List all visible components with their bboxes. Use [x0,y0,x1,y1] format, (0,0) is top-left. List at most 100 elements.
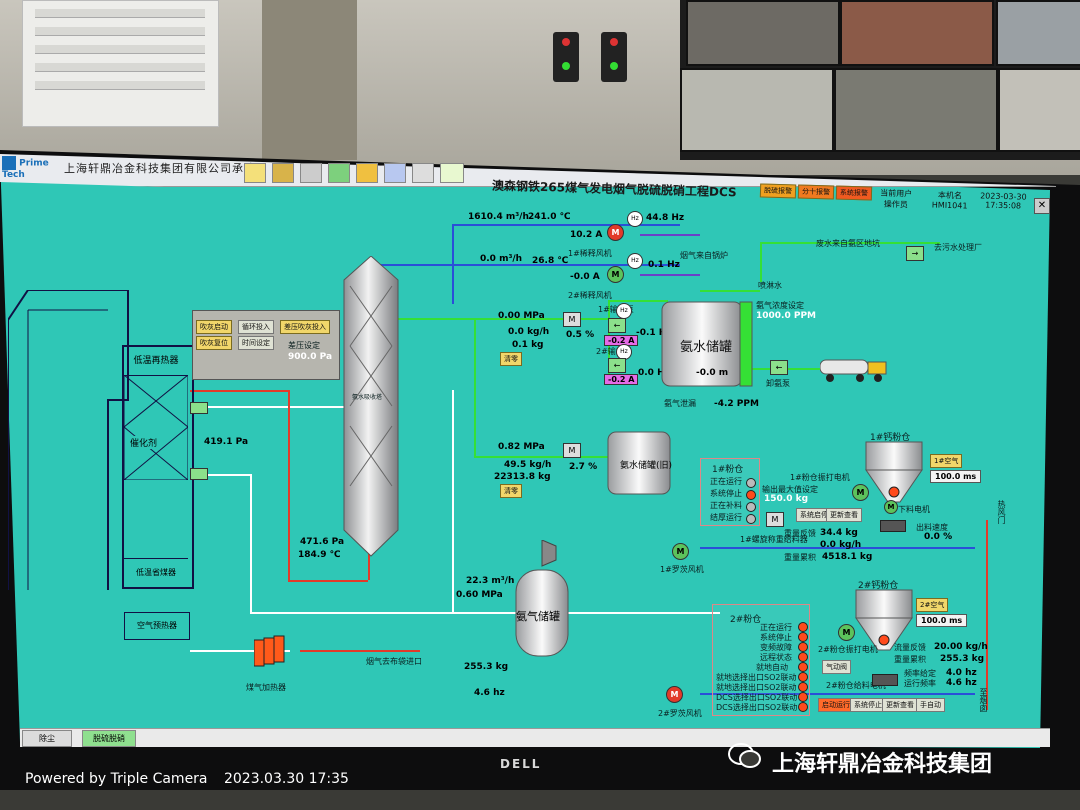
status-indicator [798,682,808,692]
silo2-status-remote: 远程状态 [760,653,792,662]
ammonia-conc-label: 氨气浓度设定 [756,301,804,310]
pump1-name: 1#输氨泵 [598,304,634,315]
silo2-status-running: 正在运行 [760,623,792,632]
silo2-vibrator-motor-icon[interactable]: M [838,624,855,641]
silo2-air-button[interactable]: 2#空气 [916,598,949,612]
boiler-section-reheater: 低温再热器 [124,347,188,376]
silo1-panel-title: 1#粉仓 [712,465,744,475]
alarm-desulfur-button[interactable]: 脱硫报警 [759,183,797,199]
hot-air-gate-label: 热风门 [997,500,1006,524]
chart-icon[interactable] [328,163,350,183]
boiler-section-economizer: 低温省煤器 [124,558,188,588]
brand-watermark: 上海轩鼎冶金科技集团 [772,752,993,777]
tab-dust-removal[interactable]: 除尘 [22,730,72,747]
silo2-air-valve-button[interactable]: 气动阀 [822,660,851,674]
pipe-blue [700,547,975,549]
logo-icon [2,156,16,170]
fan1-freq: 44.8 Hz [646,213,685,223]
status-indicator [746,502,756,512]
pipe-white [190,474,250,476]
pump2-motor-icon[interactable]: ← [608,358,626,373]
silo2-status-fault: 变频故障 [760,643,792,652]
weigher-icon[interactable]: M [766,512,784,527]
clear-line1-button[interactable]: 清零 [500,352,522,366]
cycle-enable-button[interactable]: 循环投入 [238,320,274,334]
fan1-flow: 1610.4 m³/h [468,212,529,222]
pipe-green [700,290,760,292]
music-icon[interactable] [412,163,434,183]
feed-motor-icon[interactable]: M [884,500,898,514]
silo1-rate-value: 0.0 % [924,532,953,542]
silo1-status-filling: 正在补料 [710,501,742,510]
clear-line2-button[interactable]: 清零 [500,484,522,498]
silo1-status-caking: 结厚运行 [710,513,742,522]
silo2-status-stopped: 系统停止 [760,633,792,642]
old-ammonia-tank [607,431,671,495]
gas-tank-freq: 4.6 hz [474,688,505,698]
silo2-auto-button[interactable]: 手自动 [916,698,945,712]
folder-icon[interactable] [356,163,378,183]
silo2-freq-run-label: 运行频率 [904,679,936,688]
tower-outlet-temp: 184.9 ℃ [298,550,341,560]
powered-by-text: Powered by Triple Camera [25,771,208,787]
boiler-section-catalyst: 催化剂 [128,436,160,449]
pipe-green [760,242,940,244]
time-setting-button[interactable]: 时间设定 [238,336,274,350]
pipe-red [368,530,370,580]
pipe-blue [452,224,680,226]
tower-outlet-pressure: 471.6 Pa [300,537,345,547]
old-tank-name: 氨水储罐(旧) [620,461,673,471]
pipe-green [608,300,668,302]
from-boiler-label: 烟气来自锅炉 [680,251,728,260]
silo1-air-button[interactable]: 1#空气 [930,454,963,468]
wastewater-pump-icon[interactable]: → [906,246,924,261]
fan1-temp: 241.0 ℃ [528,212,571,222]
alarm-system-button[interactable]: 系统报警 [835,185,873,201]
pipe-blue [370,264,680,266]
silo1-weigh-label: 重量累积 [784,553,816,562]
ammonia-line1-pct: 0.5 % [566,330,595,340]
fan2-motor-icon[interactable]: M [607,266,624,283]
pump1-motor-icon[interactable]: ← [608,318,626,333]
pipe-green [474,318,476,456]
silo2-stop-button[interactable]: 系统停止 [850,698,886,712]
unload-pump-icon[interactable]: ← [770,360,788,375]
roots-fan1-icon[interactable]: M [672,543,689,560]
bottom-tab-bar [20,728,1050,747]
ammonia-line2-flow: 49.5 kg/h [504,460,552,470]
silo1-update-button[interactable]: 更新查看 [826,508,862,522]
tools-icon[interactable] [300,163,322,183]
cloud-icon[interactable] [244,163,266,183]
silo1-vibrator-label: 1#粉仓振打电机 [790,473,850,482]
alarm-section-button[interactable]: 分十报警 [797,184,835,200]
silo2-status-link4: DCS选择出口SO2联动 [716,703,798,712]
tab-desulfurization[interactable]: 脱硫脱硝 [82,730,136,747]
blow-reset-button[interactable]: 吹灰复位 [196,336,232,350]
ammonia-line2-pressure: 0.82 MPa [498,442,545,452]
damper-valve[interactable] [190,402,208,414]
pipe-purple [640,234,700,236]
fan1-motor-icon[interactable]: M [607,224,624,241]
close-icon[interactable]: ✕ [1034,198,1050,214]
silo1-vibrator-motor-icon[interactable]: M [852,484,869,501]
roots-fan2-icon[interactable]: M [666,686,683,703]
company-name: 上海轩鼎冶金科技集团有限公司承建 [64,162,256,175]
fan2-name: 2#稀释风机 [568,291,612,300]
pencil-icon[interactable] [272,163,294,183]
ammonia-line2-mass: 22313.8 kg [494,472,551,482]
ac-slat [35,81,205,90]
silo2-update-button[interactable]: 更新查看 [882,698,918,712]
sdf-icon[interactable] [440,163,464,183]
pipe-blue [700,693,975,695]
valve-icon[interactable]: M [563,443,581,458]
silo2-start-button[interactable]: 启动运行 [818,698,854,712]
status-indicator [798,692,808,702]
blow-start-button[interactable]: 吹灰启动 [196,320,232,334]
video-cell [834,68,998,152]
damper-valve[interactable] [190,468,208,480]
diff-blow-button[interactable]: 差压吹灰投入 [280,320,330,334]
valve-icon[interactable]: M [563,312,581,327]
pipe-white [250,612,720,614]
function-icon[interactable] [384,163,406,183]
air-conditioner [22,0,219,127]
